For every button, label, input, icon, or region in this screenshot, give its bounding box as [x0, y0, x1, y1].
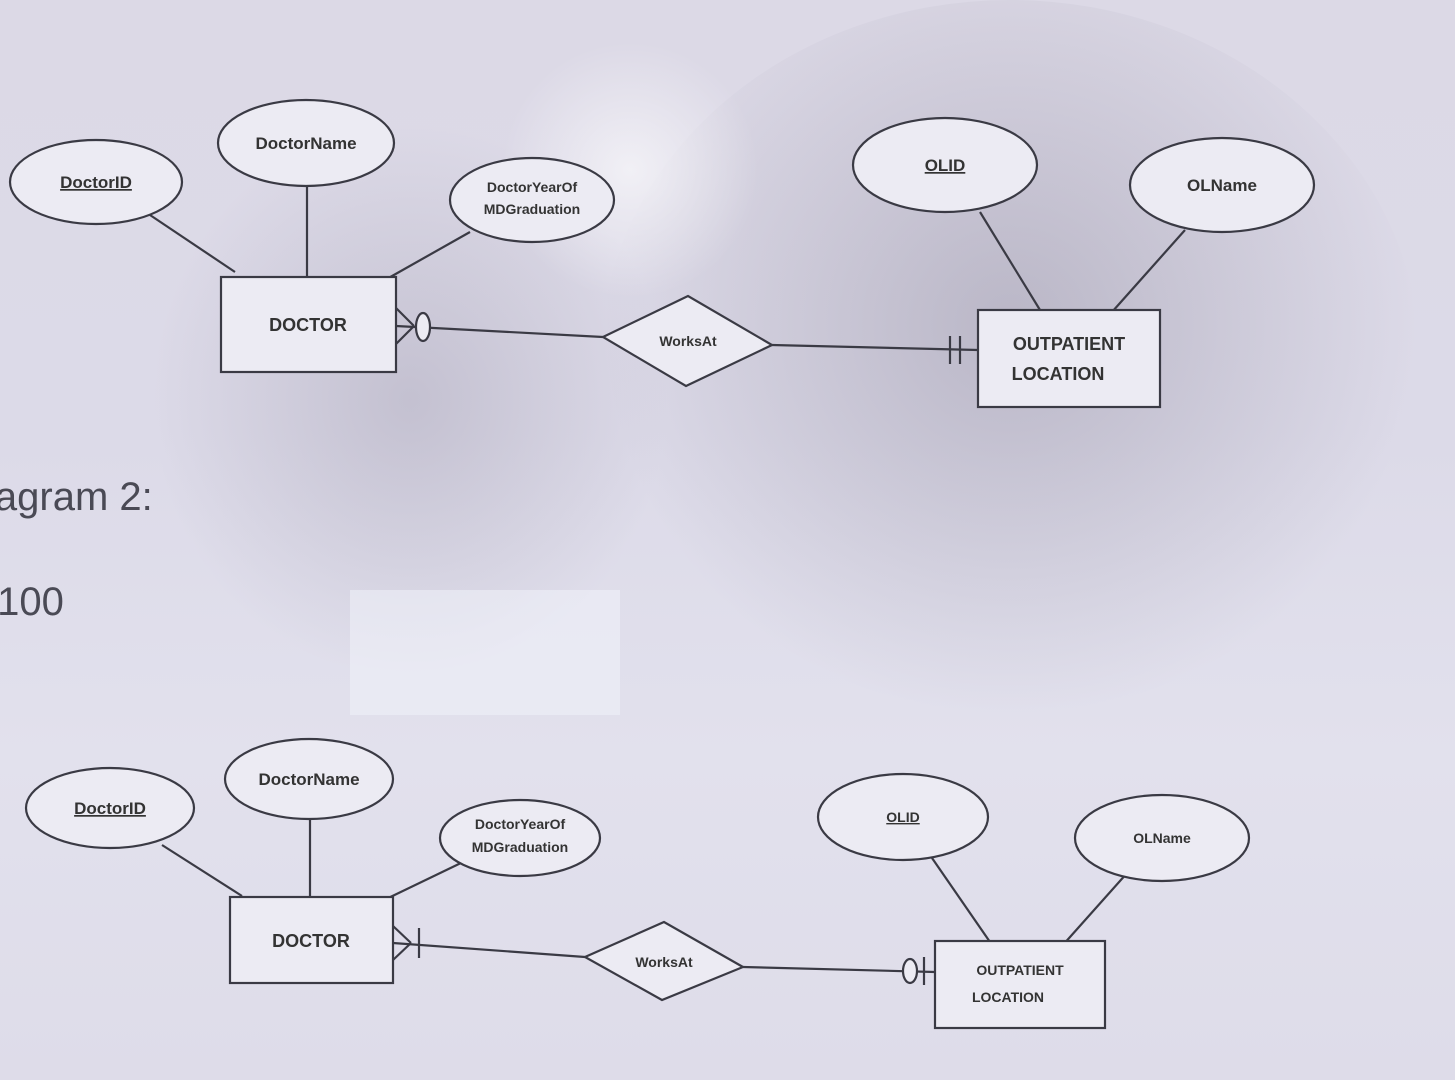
- svg-text:LOCATION: LOCATION: [1012, 364, 1105, 384]
- attribute-olname: OLName: [1073, 793, 1251, 883]
- svg-text:DoctorYearOf: DoctorYearOf: [475, 816, 566, 832]
- svg-text:OUTPATIENT: OUTPATIENT: [976, 962, 1064, 978]
- attribute-doctor-id: DoctorID: [24, 766, 196, 850]
- svg-text:DOCTOR: DOCTOR: [269, 315, 347, 335]
- svg-text:LOCATION: LOCATION: [972, 989, 1044, 1005]
- attribute-doctor-name: DoctorName: [216, 98, 396, 188]
- optional-one-icon: [901, 957, 926, 985]
- attribute-olid: OLID: [851, 116, 1039, 214]
- svg-text:MDGraduation: MDGraduation: [484, 201, 580, 217]
- svg-text:WorksAt: WorksAt: [659, 333, 717, 349]
- attribute-olid: OLID: [816, 772, 990, 862]
- relationship-link: [392, 941, 586, 959]
- attr-link: [384, 231, 471, 281]
- attr-link: [161, 844, 243, 897]
- svg-text:WorksAt: WorksAt: [635, 954, 693, 970]
- attr-link: [1111, 229, 1186, 313]
- svg-text:OUTPATIENT: OUTPATIENT: [1013, 334, 1125, 354]
- er-diagram-1: DoctorID DoctorName DoctorYearOf MDGradu…: [8, 98, 1316, 409]
- attribute-doctor-id: DoctorID: [8, 138, 184, 226]
- attr-link: [379, 861, 464, 903]
- attr-link: [149, 214, 236, 273]
- svg-text:OLName: OLName: [1187, 176, 1257, 195]
- svg-text:DoctorID: DoctorID: [74, 799, 146, 818]
- score-label: /100: [0, 580, 64, 624]
- attribute-olname: OLName: [1128, 136, 1316, 234]
- svg-text:OLName: OLName: [1133, 830, 1191, 846]
- mandatory-one-icon: [948, 336, 962, 364]
- svg-text:DoctorName: DoctorName: [258, 770, 359, 789]
- entity-outpatient-location: OUTPATIENT LOCATION: [976, 308, 1162, 409]
- entity-doctor: DOCTOR: [219, 275, 398, 374]
- svg-text:DoctorName: DoctorName: [255, 134, 356, 153]
- attribute-doctor-year-of-md-graduation: DoctorYearOf MDGraduation: [448, 156, 616, 244]
- svg-text:MDGraduation: MDGraduation: [472, 839, 568, 855]
- er-diagram-2: DoctorID DoctorName DoctorYearOf MDGradu…: [24, 737, 1251, 1030]
- svg-text:OLID: OLID: [886, 809, 919, 825]
- attr-link: [931, 857, 991, 943]
- diagram-heading: iagram 2:: [0, 475, 153, 519]
- relationship-works-at: WorksAt: [582, 920, 746, 1002]
- attribute-doctor-name: DoctorName: [223, 737, 395, 821]
- entity-outpatient-location: OUTPATIENT LOCATION: [933, 939, 1107, 1030]
- crows-foot-one-or-many-icon: [392, 925, 421, 961]
- relationship-works-at: WorksAt: [600, 294, 775, 388]
- attribute-doctor-year-of-md-graduation: DoctorYearOf MDGraduation: [438, 798, 602, 878]
- attr-link: [1061, 871, 1129, 947]
- attr-link: [979, 211, 1041, 311]
- svg-text:DOCTOR: DOCTOR: [272, 931, 350, 951]
- svg-text:OLID: OLID: [925, 156, 966, 175]
- crows-foot-zero-or-many-icon: [395, 307, 432, 345]
- relationship-link: [771, 343, 979, 352]
- entity-doctor: DOCTOR: [228, 895, 395, 985]
- svg-text:DoctorYearOf: DoctorYearOf: [487, 179, 578, 195]
- svg-text:DoctorID: DoctorID: [60, 173, 132, 192]
